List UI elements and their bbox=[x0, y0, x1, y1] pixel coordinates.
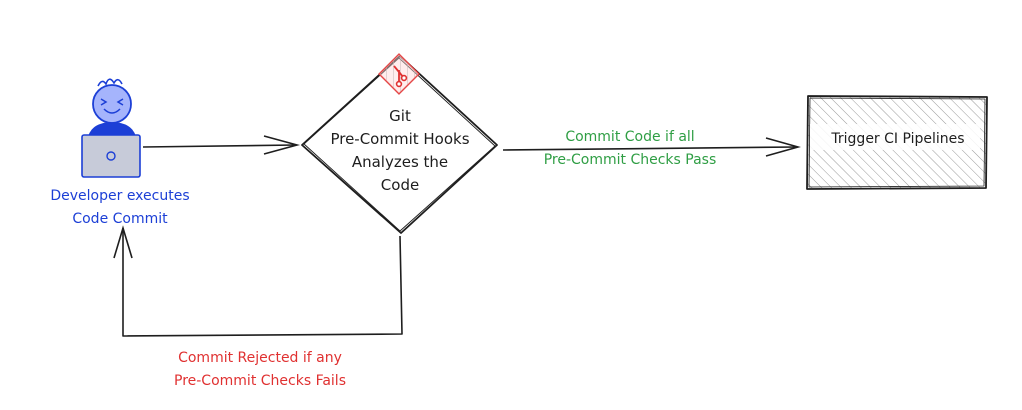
ci-label: Trigger CI Pipelines bbox=[831, 131, 965, 147]
pass-edge-label-line-2: Pre-Commit Checks Pass bbox=[543, 152, 717, 168]
decision-label: Git Pre-Commit Hooks Analyzes the Code bbox=[310, 105, 490, 197]
fail-edge-label: Commit Rejected if any Pre-Commit Checks… bbox=[140, 347, 380, 393]
pre-commit-decision-node bbox=[301, 55, 498, 234]
developer-icon bbox=[81, 78, 141, 178]
fail-edge-label-line-1: Commit Rejected if any bbox=[178, 350, 342, 366]
developer-label-line-2: Code Commit bbox=[72, 211, 168, 227]
pass-edge-label: Commit Code if all Pre-Commit Checks Pas… bbox=[500, 126, 760, 172]
git-logo-icon bbox=[378, 53, 420, 95]
decision-label-line-4: Code bbox=[380, 176, 420, 194]
edge-hooks-to-developer-rejected bbox=[113, 225, 403, 337]
decision-label-line-3: Analyzes the bbox=[351, 153, 449, 171]
developer-label: Developer executes Code Commit bbox=[20, 185, 220, 231]
edge-developer-to-hooks bbox=[142, 135, 301, 155]
pass-edge-label-line-1: Commit Code if all bbox=[565, 129, 695, 145]
decision-label-line-2: Pre-Commit Hooks bbox=[330, 130, 470, 148]
edge-hooks-to-ci bbox=[502, 137, 801, 157]
fail-edge-label-line-2: Pre-Commit Checks Fails bbox=[174, 373, 346, 389]
developer-label-line-1: Developer executes bbox=[50, 188, 190, 204]
ci-pipeline-node bbox=[806, 95, 988, 190]
decision-label-line-1: Git bbox=[389, 107, 411, 125]
